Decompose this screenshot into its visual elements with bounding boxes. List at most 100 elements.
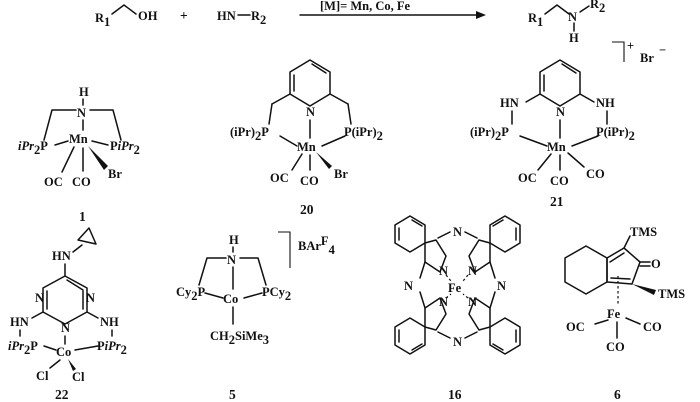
right-ethylene-arm <box>89 109 122 141</box>
carbonyl-ligand-6a: OC <box>566 320 585 334</box>
r1-label: R1 <box>95 11 110 29</box>
left-ethylene-arm <box>43 109 77 141</box>
tms-wedge <box>632 284 656 295</box>
product-r2-label: R2 <box>590 0 605 15</box>
complex-16: N N N N N N N N Fe 16 <box>394 215 521 402</box>
tms-group-2: TMS <box>658 287 685 301</box>
iron-center-6: Fe <box>607 307 621 321</box>
chloride-ligand-2: Cl <box>72 370 85 384</box>
meso-nitrogen-bottom: N <box>453 335 462 349</box>
carbonyl-ligand-20b: CO <box>300 174 319 188</box>
counterion-charge: − <box>659 43 666 57</box>
meso-nitrogen-left: N <box>404 279 413 293</box>
bromide-ligand-20: Br <box>334 167 348 181</box>
r2-label: R2 <box>251 9 266 27</box>
cobalt-center-22: Co <box>56 345 71 359</box>
cation-bracket-5 <box>278 231 291 268</box>
inner-nitrogen-2: N <box>468 264 477 278</box>
pyrrole-ring-bottom-left <box>424 297 447 331</box>
compound-number-5: 5 <box>229 387 236 402</box>
left-ethylene-arm-5 <box>198 257 227 286</box>
triazine-nitrogen-3: N <box>61 321 70 335</box>
product-h-label: H <box>569 31 579 45</box>
cyclopentadienone-ring <box>606 247 641 285</box>
complex-22: HN N N N HN NH iPr2P PiPr2 Co Cl Cl 22 <box>8 227 127 402</box>
manganese-center-21: Mn <box>547 140 566 154</box>
carbonyl-ligand-6b: CO <box>606 340 625 354</box>
cobalt-center-5: Co <box>223 292 238 306</box>
benzo-ring-top-right <box>489 215 521 253</box>
complex-21: N HN NH (iPr)2P P(iPr)2 Mn OC CO CO + Br… <box>470 39 666 209</box>
benzo-ring-bottom-left <box>394 317 426 355</box>
right-phosphine-20: P(iPr)2 <box>344 125 383 143</box>
tms-group-1: TMS <box>630 225 657 239</box>
right-phosphine: PiPr2 <box>110 139 140 157</box>
right-phosphine-5: PCy2 <box>262 285 291 303</box>
reactant-amine: HN R2 <box>217 9 266 27</box>
cation-charge: + <box>627 39 634 53</box>
compound-number-21: 21 <box>550 194 564 209</box>
triazine-nitrogen-1: N <box>35 291 44 305</box>
product-n-label: N <box>568 10 577 24</box>
product-amine: R1 N R2 H <box>528 0 605 45</box>
left-phosphine: iPr2P <box>18 139 48 157</box>
amine-nitrogen-5: N <box>227 253 236 267</box>
triazine-nitrogen-2: N <box>86 291 95 305</box>
right-phosphine-22: PiPr2 <box>97 339 127 357</box>
pyrrole-ring-top-right <box>468 239 491 273</box>
right-phosphine-21: P(iPr)2 <box>596 125 635 143</box>
meso-nitrogen-top: N <box>453 225 462 239</box>
cyclohexane-ring <box>564 245 608 295</box>
plus-sign: + <box>180 8 188 23</box>
chloride-ligand-1: Cl <box>36 369 49 383</box>
cyclopropyl-ring <box>77 227 97 245</box>
manganese-center: Mn <box>69 132 88 146</box>
amine-hn-label: HN <box>217 9 236 23</box>
left-phosphine-22: iPr2P <box>8 339 38 357</box>
left-phosphine-5: Cy2P <box>176 285 206 303</box>
barf-counterion: BArF4 <box>298 234 336 257</box>
meso-nitrogen-right: N <box>497 279 506 293</box>
nh-linker-left-22: HN <box>10 315 29 329</box>
pyridine-nitrogen: N <box>306 105 315 119</box>
pyridine-ring-21 <box>539 59 581 107</box>
reactant-alcohol: R1 OH <box>95 4 158 29</box>
ketone-oxygen: O <box>651 257 661 271</box>
pyrrole-ring-top-left <box>424 239 447 273</box>
inner-nitrogen-1: N <box>439 264 448 278</box>
carbonyl-ligand-2: CO <box>72 175 91 189</box>
left-phosphine-21: (iPr)2P <box>470 125 509 143</box>
carbonyl-ligand-21a: OC <box>518 171 537 185</box>
alcohol-chain <box>111 4 137 15</box>
nh-linker-right: NH <box>596 96 615 110</box>
complex-5: H N Cy2P PCy2 Co CH2SiMe3 BArF4 5 <box>176 231 336 402</box>
inner-nitrogen-3: N <box>439 295 448 309</box>
complex-1: H N iPr2P Mn PiPr2 OC CO Br 1 <box>18 85 140 224</box>
bromide-ligand: Br <box>108 167 122 181</box>
compound-number-16: 16 <box>448 387 462 402</box>
carbonyl-ligand-21b: CO <box>550 174 569 188</box>
benzo-ring-bottom-right <box>489 317 521 355</box>
pyridine-nitrogen-21: N <box>556 105 565 119</box>
bromide-wedge <box>88 146 108 170</box>
nh-hydrogen-5: H <box>229 233 239 247</box>
reaction-arrow <box>299 11 486 19</box>
compound-number-22: 22 <box>55 387 69 402</box>
product-r1-label: R1 <box>528 11 543 29</box>
triazine-ring <box>42 275 88 325</box>
compound-number-6: 6 <box>614 387 621 402</box>
iron-center-16: Fe <box>448 281 462 295</box>
benzo-ring-top-left <box>394 215 426 253</box>
bromide-wedge-20 <box>316 152 332 169</box>
carbonyl-ligand-21c: CO <box>586 167 605 181</box>
nh-hydrogen: H <box>79 85 89 99</box>
carbonyl-ligand-20a: OC <box>270 171 289 185</box>
nh-linker-left: HN <box>500 96 519 110</box>
hydroxyl-label: OH <box>138 9 158 23</box>
compound-number-1: 1 <box>79 209 86 224</box>
chloride-wedge <box>68 359 76 371</box>
complex-6: TMS O TMS Fe OC CO CO 6 <box>564 225 685 402</box>
inner-nitrogen-4: N <box>468 295 477 309</box>
compound-number-20: 20 <box>300 202 314 217</box>
